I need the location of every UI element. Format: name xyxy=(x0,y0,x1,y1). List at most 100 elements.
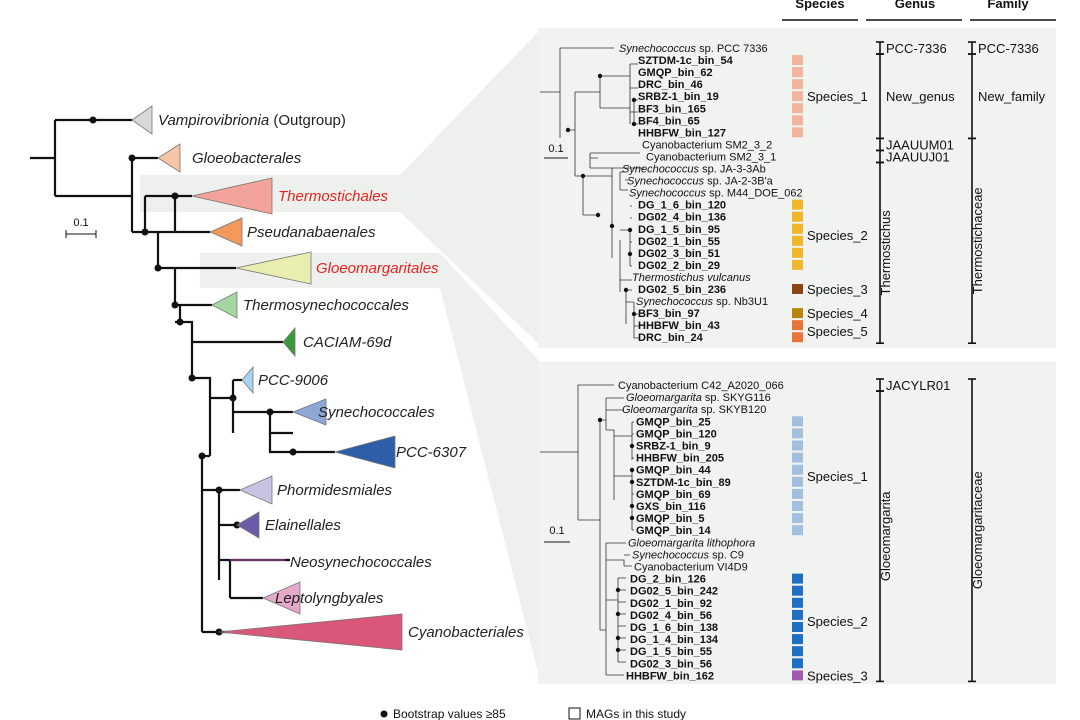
tip-label: DG02_3_bin_56 xyxy=(630,658,712,670)
tip-strain: DG_1_4_bin_134 xyxy=(630,634,719,646)
tip-strain: GMQP_bin_14 xyxy=(636,525,711,537)
tip-strain: DG02_4_bin_56 xyxy=(630,610,712,622)
clade-name: Thermostichales xyxy=(278,188,389,205)
tip-label: DG_1_4_bin_134 xyxy=(630,634,719,646)
species-marker xyxy=(792,91,803,102)
tip-label: GMQP_bin_14 xyxy=(636,525,711,537)
species-marker xyxy=(792,646,803,657)
clade-label: Thermostichales xyxy=(278,188,389,205)
tip-strain: SZTDM-1c_bin_54 xyxy=(638,55,734,67)
species-marker xyxy=(792,428,803,439)
species-marker xyxy=(792,476,803,487)
tip-label: HHBFW_bin_127 xyxy=(638,127,726,139)
tip-strain: DG02_3_bin_51 xyxy=(638,248,720,260)
bootstrap-node xyxy=(198,452,206,460)
clade-name: Vampirovibrionia xyxy=(158,112,269,129)
tip-strain: sp. JA-2-3B'a xyxy=(704,176,774,188)
species-marker xyxy=(792,501,803,511)
tip-label: DG02_3_bin_51 xyxy=(638,248,720,260)
tip-label: DG02_4_bin_136 xyxy=(638,212,726,224)
tip-strain: sp. SKYG116 xyxy=(702,392,771,404)
tip-strain: sp. C9 xyxy=(709,549,744,561)
tip-strain: Cyanobacterium SM2_3_1 xyxy=(646,151,776,163)
rank-label: Gloeomargarita xyxy=(878,491,893,581)
tip-strain: DG_2_bin_126 xyxy=(630,574,706,586)
tip-taxon: Synechococcus xyxy=(619,43,697,55)
species-marker xyxy=(792,55,803,66)
bottom-panel-tree: 0.1 xyxy=(540,384,635,676)
tip-label: GMQP_bin_69 xyxy=(636,489,711,501)
bootstrap-node xyxy=(565,127,571,133)
tip-label: DG_1_6_bin_138 xyxy=(630,622,718,634)
species-label: Species_3 xyxy=(807,282,868,297)
species-label: Species_2 xyxy=(807,228,868,243)
branch-gloeomargaritales xyxy=(158,266,236,305)
tip-label: Synechococcus sp. C9 xyxy=(632,549,744,561)
clade-triangle xyxy=(218,613,403,651)
tip-strain: Cyanobacterium C42_A2020_066 xyxy=(618,380,784,392)
bootstrap-node xyxy=(595,212,601,218)
species-marker xyxy=(792,488,803,499)
bootstrap-node xyxy=(629,443,635,449)
clade-name: Phormidesmiales xyxy=(277,482,393,499)
species-label: Species_4 xyxy=(807,306,868,321)
clade-suffix: (Outgroup) xyxy=(269,112,346,129)
bottom-scale-label: 0.1 xyxy=(549,525,564,537)
tip-taxon: Thermostichus vulcanus xyxy=(632,272,751,284)
tip-label: SRBZ-1_bin_19 xyxy=(638,91,719,103)
tip-label: HHBFW_bin_43 xyxy=(638,320,720,332)
bootstrap-node xyxy=(188,374,196,382)
clade-triangle xyxy=(241,365,254,395)
bootstrap-node xyxy=(215,486,223,494)
tip-label: Cyanobacterium VI4D9 xyxy=(634,562,748,574)
clade-label: Elainellales xyxy=(265,517,341,534)
top-panel-tree: 0.1 xyxy=(540,47,644,339)
bootstrap-node xyxy=(89,116,97,124)
clade-name: Thermosynechococcales xyxy=(243,297,409,314)
tip-label: HHBFW_bin_162 xyxy=(626,670,714,682)
tip-label: Synechococcus sp. PCC 7336 xyxy=(619,43,768,55)
bootstrap-node xyxy=(629,479,635,485)
tip-strain: GMQP_bin_25 xyxy=(636,416,711,428)
bootstrap-node xyxy=(580,173,586,179)
bootstrap-node xyxy=(631,121,637,127)
rank-label: Thermostichus xyxy=(878,210,893,296)
clade-triangle xyxy=(291,398,327,426)
top-scale-label: 0.1 xyxy=(548,143,563,155)
tip-taxon: Gloeomargarita xyxy=(626,392,702,404)
tip-strain: GMQP_bin_5 xyxy=(636,513,704,525)
tip-strain: HHBFW_bin_127 xyxy=(638,127,726,139)
clade-label: Phormidesmiales xyxy=(277,482,393,499)
tip-label: Gloeomargarita sp. SKYB120 xyxy=(622,404,766,416)
tip-label: GMQP_bin_5 xyxy=(636,513,704,525)
tip-strain: DG02_5_bin_242 xyxy=(630,586,718,598)
tip-strain: DG02_5_bin_236 xyxy=(638,284,726,296)
species-marker xyxy=(792,332,803,343)
tip-strain: sp. SKYB120 xyxy=(698,404,767,416)
species-marker xyxy=(792,525,803,536)
tip-label: DG02_5_bin_242 xyxy=(630,586,718,598)
tip-strain: GMQP_bin_62 xyxy=(638,67,713,79)
tip-strain: DG_1_6_bin_120 xyxy=(638,200,726,212)
species-marker xyxy=(792,464,803,475)
species-marker xyxy=(792,609,803,620)
tip-label: GXS_bin_116 xyxy=(636,501,706,513)
bootstrap-node xyxy=(627,227,633,233)
tip-label: Cyanobacterium SM2_3_2 xyxy=(642,139,772,151)
rank-label: JAAUUJ01 xyxy=(886,149,950,164)
tip-strain: sp. M44_DOE_062 xyxy=(706,188,803,200)
tip-strain: sp. JA-3-3Ab xyxy=(699,164,766,176)
species-marker xyxy=(792,103,803,114)
species-marker xyxy=(792,622,803,632)
tip-label: BF3_bin_97 xyxy=(638,308,700,320)
tip-taxon: Gloeomargarita xyxy=(622,404,698,416)
bootstrap-node xyxy=(629,503,635,509)
species-label: Species_5 xyxy=(807,324,868,339)
clade-triangle xyxy=(211,291,238,319)
clade-label: Gloeomargaritales xyxy=(316,260,439,277)
bottom-family-column: Gloeomargaritaceae xyxy=(968,378,985,683)
clade-triangle xyxy=(239,475,273,505)
